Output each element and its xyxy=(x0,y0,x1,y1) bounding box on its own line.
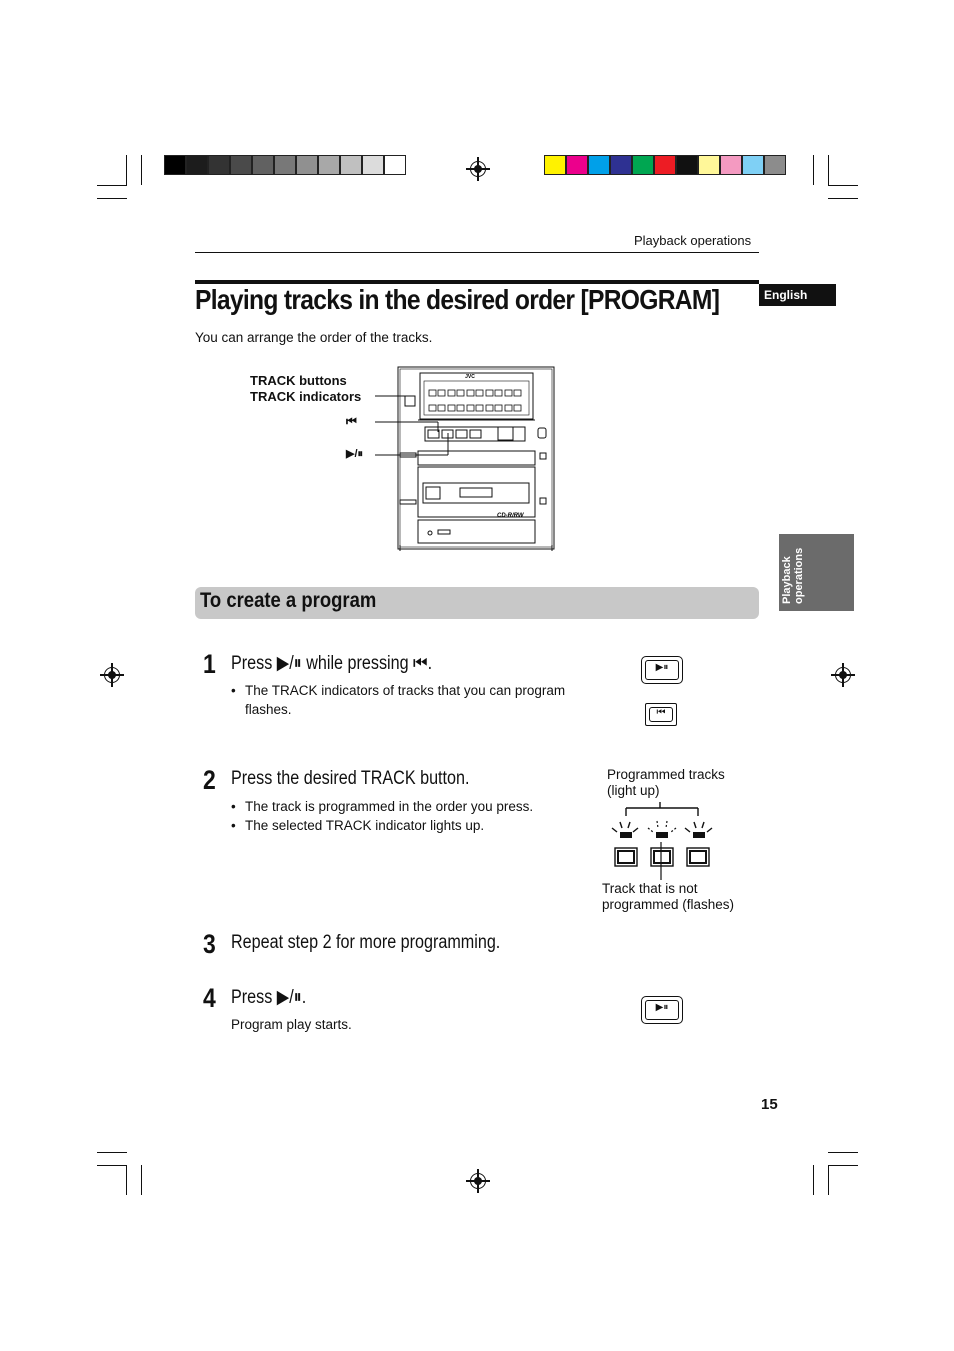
step-2-number: 2 xyxy=(203,765,216,795)
title-rule xyxy=(195,280,759,284)
prev-button[interactable]: ⏮ xyxy=(645,703,677,726)
header-rule xyxy=(195,252,759,253)
registration-mark xyxy=(466,1169,490,1193)
not-programmed-label: Track that is not programmed (flashes) xyxy=(602,881,735,912)
step-1-text: Press ▶/⏸ while pressing ⏮. xyxy=(231,653,433,674)
step-2-text: Press the desired TRACK button. xyxy=(231,768,470,789)
brand-logo: JVC xyxy=(465,374,475,380)
section-title: To create a program xyxy=(200,589,377,612)
page-number: 15 xyxy=(761,1096,778,1113)
step-4-note: Program play starts. xyxy=(231,1017,352,1032)
language-tab: English xyxy=(759,284,836,306)
track-buttons-label: TRACK buttons xyxy=(250,373,347,388)
play-label: ▶/⏸ xyxy=(346,448,364,460)
step-3-number: 3 xyxy=(203,929,216,959)
section-band xyxy=(195,587,759,619)
intro-text: You can arrange the order of the tracks. xyxy=(195,330,433,345)
registration-mark xyxy=(466,157,490,181)
stereo-device-illustration: JVC CD-R/RW xyxy=(375,366,555,551)
side-tab: Playback operations xyxy=(779,534,854,611)
step-4-number: 4 xyxy=(203,983,216,1013)
step-1-bullet: • The TRACK indicators of tracks that yo… xyxy=(231,683,566,717)
cd-format-logo: CD-R/RW xyxy=(497,513,525,519)
play-pause-button[interactable]: ▶⏸ xyxy=(641,656,683,684)
running-header: Playback operations xyxy=(634,233,752,248)
programmed-tracks-label: Programmed tracks (light up) xyxy=(607,767,725,798)
step-2-bullet: • The track is programmed in the order y… xyxy=(231,799,534,814)
step-2-bullet: • The selected TRACK indicator lights up… xyxy=(231,818,485,833)
step-1-number: 1 xyxy=(203,649,216,679)
page-title: Playing tracks in the desired order [PRO… xyxy=(195,284,720,315)
registration-mark xyxy=(831,663,855,687)
track-indicator-figure xyxy=(611,802,713,880)
track-indicators-label: TRACK indicators xyxy=(250,389,362,404)
step-3-text: Repeat step 2 for more programming. xyxy=(231,932,501,953)
prev-label: ⏮ xyxy=(346,414,357,428)
play-pause-button-step4[interactable]: ▶⏸ xyxy=(641,996,683,1024)
registration-mark xyxy=(100,663,124,687)
step-4-text: Press ▶/⏸. xyxy=(231,987,307,1008)
side-tab-label: Playback operations xyxy=(781,547,805,604)
